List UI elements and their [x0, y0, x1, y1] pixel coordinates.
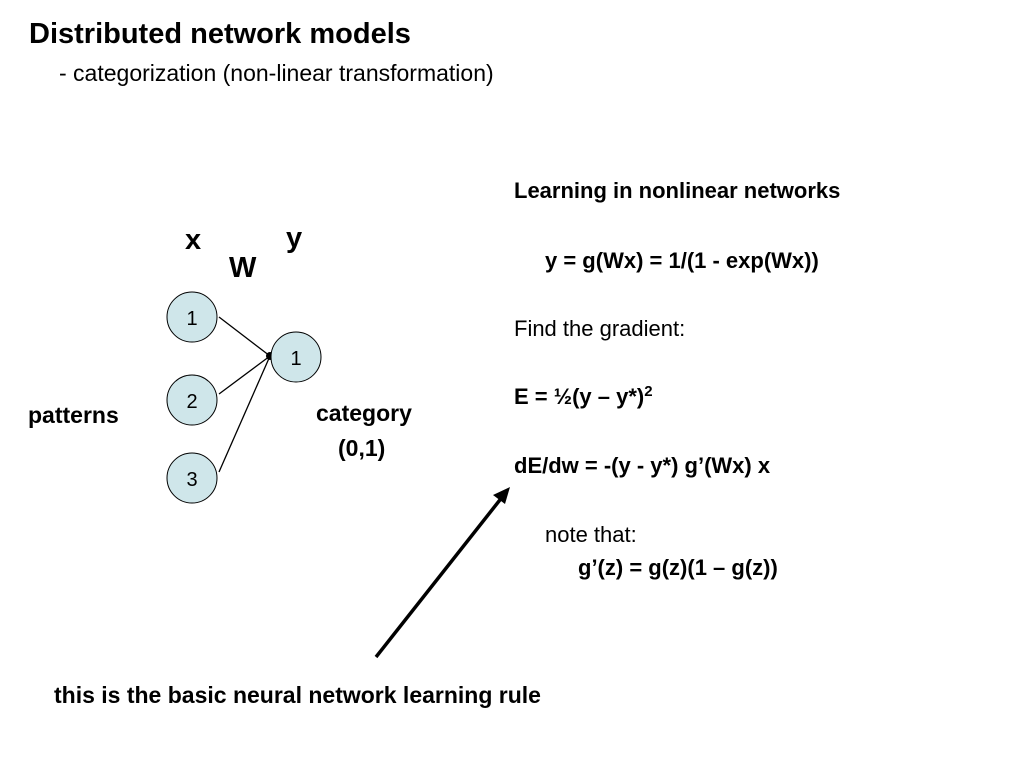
w-label: W [229, 252, 257, 284]
connection-2-1 [218, 355, 271, 395]
x-label: x [185, 224, 202, 256]
output-node-1-label: 1 [290, 348, 301, 370]
input-node-1-label: 1 [186, 308, 197, 330]
arrow-shaft [374, 494, 505, 659]
patterns-label: patterns [28, 402, 119, 428]
gradient-heading: Find the gradient: [514, 316, 686, 341]
connection-1-1 [218, 316, 271, 357]
arrow-head [493, 487, 510, 504]
connection-3-1 [218, 355, 271, 473]
y-label: y [286, 222, 303, 254]
input-node-3-label: 3 [186, 469, 197, 491]
equation-y: y = g(Wx) = 1/(1 - exp(Wx)) [545, 248, 819, 273]
output-node-1 [270, 331, 322, 383]
slide-subtitle: - categorization (non-linear transformat… [59, 60, 494, 86]
category-label: category [316, 400, 412, 426]
equation-e-exponent: 2 [644, 383, 653, 400]
equation-e-base: E = ½(y – y*) [514, 384, 645, 409]
input-node-2-label: 2 [186, 391, 197, 413]
input-node-1 [166, 291, 218, 343]
category-range-label: (0,1) [338, 435, 386, 461]
slide-title: Distributed network models [29, 18, 411, 50]
equation-g-prime: g’(z) = g(z)(1 – g(z)) [578, 555, 778, 580]
input-node-2 [166, 374, 218, 426]
learning-heading: Learning in nonlinear networks [514, 178, 841, 203]
input-node-3 [166, 452, 218, 504]
equation-e: E = ½(y – y*)2 [514, 383, 653, 410]
equation-de-dw: dE/dw = -(y - y*) g’(Wx) x [514, 453, 771, 478]
note-heading: note that: [545, 522, 637, 547]
footer-caption: this is the basic neural network learnin… [54, 682, 541, 708]
